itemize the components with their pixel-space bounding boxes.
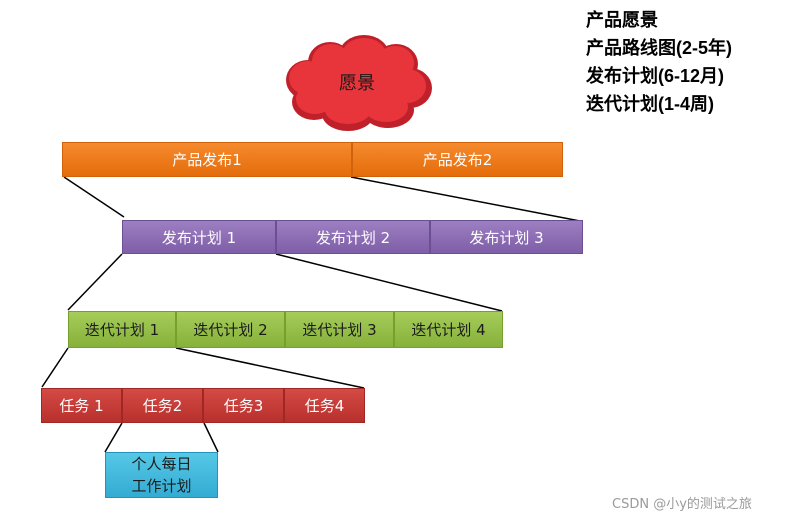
release-plan-1: 发布计划 1 <box>122 220 276 254</box>
connector-line <box>104 422 123 453</box>
product-release-1: 产品发布1 <box>62 142 352 177</box>
legend-item-product-roadmap: 产品路线图(2-5年) <box>586 38 733 58</box>
task-1: 任务 1 <box>41 388 122 423</box>
release-plan-2: 发布计划 2 <box>276 220 430 254</box>
legend-item-product-vision: 产品愿景 <box>586 10 658 30</box>
connector-line <box>275 253 503 312</box>
watermark: CSDN @小y的测试之旅 <box>612 497 752 512</box>
product-release-2: 产品发布2 <box>352 142 563 177</box>
release-plan-3: 发布计划 3 <box>430 220 583 254</box>
legend-item-iteration-plan: 迭代计划(1-4周) <box>586 94 715 114</box>
iteration-plan-1: 迭代计划 1 <box>68 311 176 348</box>
connector-line <box>175 347 365 389</box>
iteration-plan-3: 迭代计划 3 <box>285 311 394 348</box>
iteration-plan-4: 迭代计划 4 <box>394 311 503 348</box>
vision-label: 愿景 <box>339 73 375 94</box>
task-2: 任务2 <box>122 388 203 423</box>
connector-line <box>203 422 219 453</box>
task-3: 任务3 <box>203 388 284 423</box>
legend-item-release-plan: 发布计划(6-12月) <box>586 66 725 86</box>
connector-line <box>350 176 581 222</box>
planning-levels-legend: 产品愿景 产品路线图(2-5年) 发布计划(6-12月) 迭代计划(1-4周) <box>586 6 732 118</box>
daily-work-plan: 个人每日 工作计划 <box>105 452 218 498</box>
daily-work-plan-line-1: 个人每日 <box>131 455 192 473</box>
connector-line <box>63 176 125 218</box>
task-4: 任务4 <box>284 388 365 423</box>
connector-line <box>41 347 69 388</box>
iteration-plan-2: 迭代计划 2 <box>176 311 285 348</box>
daily-work-plan-line-2: 工作计划 <box>131 477 192 495</box>
vision-cloud <box>286 35 432 131</box>
connector-lines <box>41 176 581 453</box>
connector-line <box>67 253 123 311</box>
